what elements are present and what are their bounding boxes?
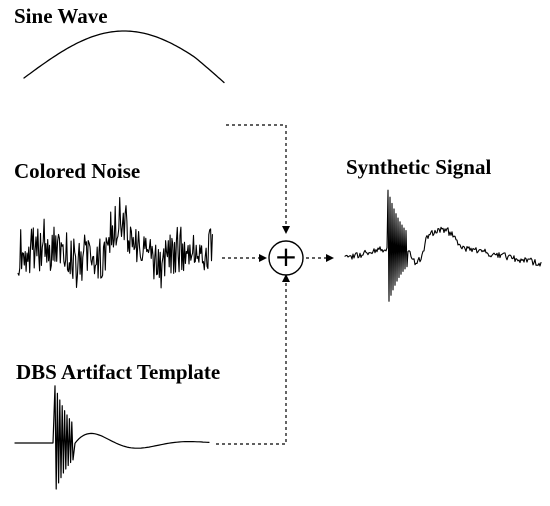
synthetic-signal-trace — [344, 189, 542, 302]
sine-connector-arrowhead — [282, 226, 290, 234]
dbs-connector-arrowhead — [282, 274, 290, 282]
dbs-connector — [216, 282, 287, 445]
sum-node: + — [268, 240, 304, 276]
sine-connector — [226, 124, 287, 226]
plus-icon: + — [274, 240, 297, 273]
synthetic-signal-label: Synthetic Signal — [346, 155, 492, 179]
colored-noise-trace — [17, 196, 213, 289]
sine-wave-trace — [23, 30, 225, 84]
sum-node-circle — [268, 240, 304, 276]
colored-noise-label: Colored Noise — [14, 159, 141, 183]
dbs-artifact-template-label: DBS Artifact Template — [16, 360, 221, 384]
output-connector-arrowhead — [326, 254, 334, 262]
sine-wave-label: Sine Wave — [14, 4, 108, 28]
dbs-artifact-trace — [14, 385, 210, 490]
noise-connector-arrowhead — [259, 254, 267, 262]
